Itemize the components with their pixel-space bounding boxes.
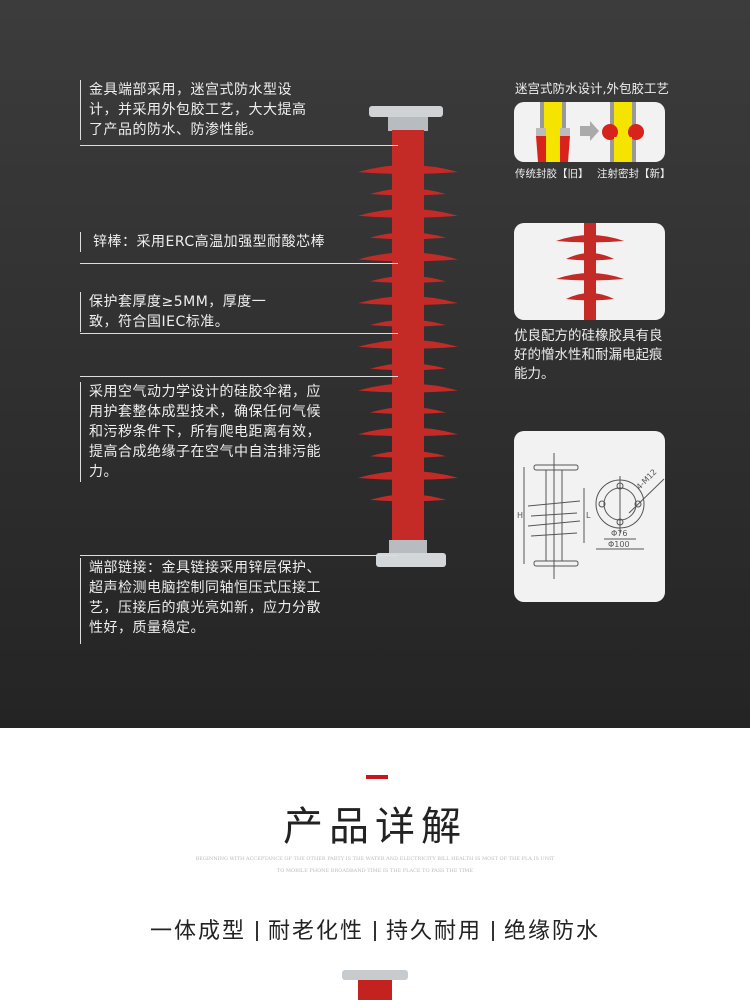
shed — [370, 363, 446, 371]
shed — [358, 252, 458, 262]
callout-core-rod: 锌棒：采用ERC高温加强型耐酸芯棒 — [80, 232, 370, 252]
waterproof-title: 迷宫式防水设计,外包胶工艺 — [515, 81, 669, 96]
feature-item: 耐老化性 — [267, 919, 364, 944]
shed — [370, 319, 446, 327]
shed — [358, 470, 458, 480]
shed — [370, 407, 446, 414]
feature-item: 持久耐用 — [386, 919, 483, 944]
rubber-caption: 优良配方的硅橡胶具有良好的憎水性和耐漏电起痕能力。 — [514, 328, 663, 382]
section-subtitle: TO MOBILE PHONE BROADBAND TIME IS THE PL… — [276, 868, 474, 874]
callout-text: 保护套厚度≥5MM，厚度一致，符合国IEC标准。 — [89, 294, 267, 330]
shed — [370, 188, 446, 196]
shed — [358, 165, 458, 174]
shed — [358, 296, 458, 306]
section-subtitle: BEGINNING WITH ACCEPTANCE OF THE OTHER P… — [195, 856, 555, 862]
arrow-right-icon — [580, 121, 599, 141]
top-sleeve — [388, 117, 428, 131]
callout-line — [80, 555, 398, 556]
dimension-drawing-card: H L 4-M12 Φ76 Φ100 — [514, 431, 665, 602]
closeup-shed — [556, 235, 624, 243]
preview-core — [358, 980, 392, 1000]
shed — [370, 275, 446, 283]
callout-end-fitting: 金具端部采用，迷宫式防水型设计，并采用外包胶工艺，大大提高了产品的防水、防渗性能… — [80, 80, 320, 140]
shed — [358, 427, 458, 437]
bottom-sleeve — [389, 540, 427, 554]
callout-line — [80, 263, 398, 264]
callout-end-link: 端部链接：金具链接采用锌层保护、超声检测电脑控制同轴恒压式压接工艺，压接后的痕光… — [80, 558, 325, 644]
shed — [358, 383, 458, 393]
shed — [370, 450, 446, 458]
feature-item: 一体成型 — [149, 919, 246, 944]
accent-bar — [366, 775, 388, 779]
dim-h: H — [517, 511, 524, 520]
closeup-shed — [566, 253, 614, 261]
seal-comparison-card — [514, 102, 665, 162]
callout-sheds: 采用空气动力学设计的硅胶伞裙，应用护套整体成型技术，确保任何气候和污秽条件下，所… — [80, 382, 335, 482]
callout-sheath: 保护套厚度≥5MM，厚度一致，符合国IEC标准。 — [80, 292, 285, 332]
callout-text: 采用空气动力学设计的硅胶伞裙，应用护套整体成型技术，确保任何气候和污秽条件下，所… — [89, 384, 321, 480]
new-seal-label: 注射密封【新】 — [597, 168, 671, 180]
bottom-flange — [376, 553, 446, 567]
callout-line — [80, 333, 398, 334]
callout-line — [80, 376, 398, 377]
callout-text: 锌棒：采用ERC高温加强型耐酸芯棒 — [93, 234, 326, 250]
callout-line — [80, 145, 398, 146]
shed — [370, 232, 446, 240]
preview-flange — [342, 970, 408, 980]
closeup-shed — [556, 273, 624, 281]
shed-closeup-card — [514, 223, 665, 320]
section-title: 产品详解 — [283, 804, 467, 850]
old-seal-label: 传统封胶【旧】 — [515, 168, 589, 180]
closeup-shed — [566, 293, 614, 301]
callout-text: 端部链接：金具链接采用锌层保护、超声检测电脑控制同轴恒压式压接工艺，压接后的痕光… — [89, 560, 321, 636]
shed — [358, 339, 458, 349]
dim-d100: Φ100 — [608, 540, 630, 549]
callout-text: 金具端部采用，迷宫式防水型设计，并采用外包胶工艺，大大提高了产品的防水、防渗性能… — [89, 82, 307, 138]
dim-l: L — [586, 511, 591, 520]
feature-item: 绝缘防水 — [504, 919, 601, 944]
shed — [370, 494, 446, 502]
dim-d76: Φ76 — [611, 529, 628, 538]
shed — [358, 208, 458, 218]
feature-list: 一体成型耐老化性持久耐用绝缘防水 — [0, 913, 750, 945]
top-flange — [369, 106, 443, 117]
